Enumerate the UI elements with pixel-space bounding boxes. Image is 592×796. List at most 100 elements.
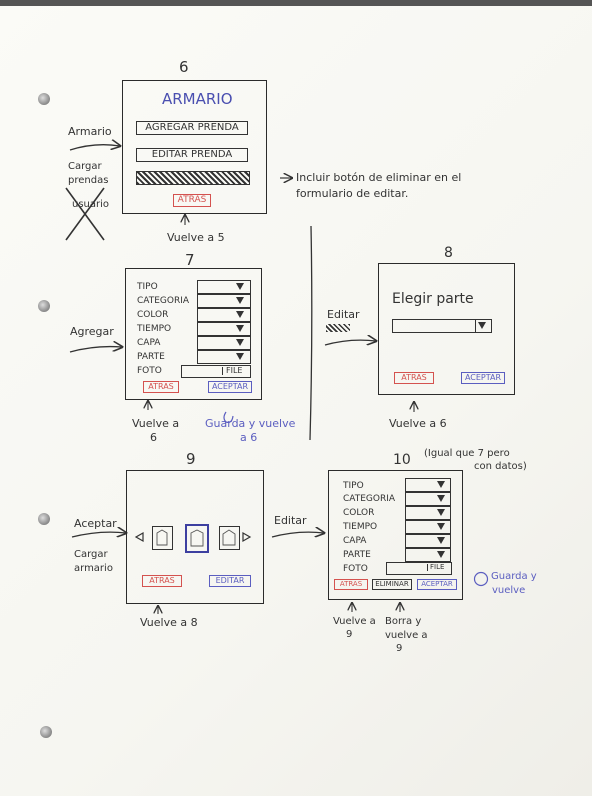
screen-editar-prenda: TIPO CATEGORIA COLOR TIEMPO CAPA PARTE F…: [328, 470, 463, 600]
arrow-note: Cargar: [74, 550, 108, 560]
side-note: Guarda y: [491, 572, 537, 582]
screen-armario-carrusel: ATRAS EDITAR: [126, 470, 264, 604]
parte-select[interactable]: [405, 548, 451, 562]
chevron-down-icon: [437, 509, 445, 516]
screen-armario: ARMARIO AGREGAR PRENDA EDITAR PRENDA ATR…: [122, 80, 267, 214]
screen-number: 9: [186, 452, 196, 467]
chevron-down-icon: [236, 311, 244, 318]
accept-button[interactable]: ACEPTAR: [417, 579, 457, 590]
scribble-mark: [326, 324, 350, 332]
below-note: Borra y: [385, 617, 421, 627]
field-label: COLOR: [343, 509, 374, 518]
field-label: CATEGORIA: [343, 495, 395, 504]
below-note: 9: [346, 630, 352, 640]
back-button[interactable]: ATRAS: [173, 194, 211, 207]
crossed-note: usuario: [72, 200, 109, 210]
below-note: Vuelve a 5: [167, 232, 225, 243]
tipo-select[interactable]: [197, 280, 251, 294]
field-label: COLOR: [137, 311, 168, 320]
screen-agregar: TIPO CATEGORIA COLOR TIEMPO CAPA PARTE F…: [125, 268, 262, 400]
chevron-down-icon: [437, 523, 445, 530]
field-label: TIPO: [343, 482, 364, 491]
color-select[interactable]: [197, 308, 251, 322]
chevron-down-icon: [236, 339, 244, 346]
field-label: PARTE: [137, 353, 165, 362]
parte-select[interactable]: [197, 350, 251, 364]
screen-title: Elegir parte: [392, 292, 474, 306]
below-note: vuelve a: [385, 631, 428, 641]
screen-title: ARMARIO: [162, 92, 233, 107]
screen-number: 10: [393, 453, 411, 467]
garment-thumbnail[interactable]: [219, 526, 240, 550]
garment-thumbnail-selected[interactable]: [185, 524, 209, 553]
delete-button[interactable]: ELIMINAR: [372, 579, 412, 590]
capa-select[interactable]: [405, 534, 451, 548]
below-note: a 6: [240, 432, 257, 443]
field-label: TIEMPO: [137, 325, 171, 334]
side-note: Incluir botón de eliminar en el: [296, 172, 461, 183]
accept-button[interactable]: ACEPTAR: [208, 381, 252, 393]
below-note: Guarda y vuelve: [205, 418, 295, 429]
field-label: CAPA: [137, 339, 160, 348]
field-label: CAPA: [343, 537, 366, 546]
screen-elegir-parte: Elegir parte ATRAS ACEPTAR: [378, 263, 515, 395]
screen-note: (Igual que 7 pero: [424, 449, 510, 459]
below-note: Vuelve a: [132, 418, 179, 429]
add-garment-button[interactable]: AGREGAR PRENDA: [136, 121, 248, 135]
chevron-down-icon: [437, 481, 445, 488]
side-note: vuelve: [492, 586, 525, 596]
chevron-down-icon: [236, 353, 244, 360]
back-button[interactable]: ATRAS: [334, 579, 368, 590]
arrow-label: Aceptar: [74, 518, 117, 529]
scratched-out-button: [136, 171, 250, 185]
chevron-down-icon: [437, 495, 445, 502]
chevron-down-icon: [236, 325, 244, 332]
foto-file-input[interactable]: FILE: [386, 562, 452, 575]
capa-select[interactable]: [197, 336, 251, 350]
accept-button[interactable]: ACEPTAR: [461, 372, 505, 384]
categoria-select[interactable]: [197, 294, 251, 308]
edit-garment-button[interactable]: EDITAR PRENDA: [136, 148, 248, 162]
chevron-down-icon: [478, 322, 486, 329]
arrow-note: armario: [74, 564, 113, 574]
categoria-select[interactable]: [405, 492, 451, 506]
chevron-down-icon: [236, 297, 244, 304]
chevron-down-icon: [236, 283, 244, 290]
tiempo-select[interactable]: [197, 322, 251, 336]
tipo-select[interactable]: [405, 478, 451, 492]
side-note: formulario de editar.: [296, 188, 408, 199]
field-label: TIPO: [137, 283, 158, 292]
garment-thumbnail[interactable]: [152, 526, 173, 550]
back-button[interactable]: ATRAS: [143, 381, 179, 393]
below-note: 6: [150, 432, 157, 443]
field-label: FOTO: [137, 367, 162, 376]
arrow-label: Editar: [327, 309, 360, 320]
field-label: CATEGORIA: [137, 297, 189, 306]
field-label: FOTO: [343, 565, 368, 574]
screen-number: 6: [179, 60, 189, 75]
arrow-label: Agregar: [70, 326, 114, 337]
field-label: TIEMPO: [343, 523, 377, 532]
crossed-note: Cargar: [68, 162, 102, 172]
below-note: Vuelve a: [333, 617, 376, 627]
below-note: Vuelve a 6: [389, 418, 447, 429]
tiempo-select[interactable]: [405, 520, 451, 534]
edit-button[interactable]: EDITAR: [209, 575, 251, 587]
file-button[interactable]: FILE: [427, 564, 444, 571]
screen-number: 7: [185, 253, 195, 268]
chevron-down-icon: [437, 551, 445, 558]
parte-select[interactable]: [392, 319, 492, 333]
color-select[interactable]: [405, 506, 451, 520]
foto-file-input[interactable]: FILE: [181, 365, 251, 378]
below-note: 9: [396, 644, 402, 654]
below-note: Vuelve a 8: [140, 617, 198, 628]
field-label: PARTE: [343, 551, 371, 560]
screen-note: con datos): [474, 462, 527, 472]
screen-number: 8: [444, 246, 453, 260]
file-button[interactable]: FILE: [222, 367, 242, 375]
arrow-label: Armario: [68, 126, 112, 137]
crossed-note: prendas: [68, 176, 108, 186]
back-button[interactable]: ATRAS: [142, 575, 182, 587]
back-button[interactable]: ATRAS: [394, 372, 434, 384]
